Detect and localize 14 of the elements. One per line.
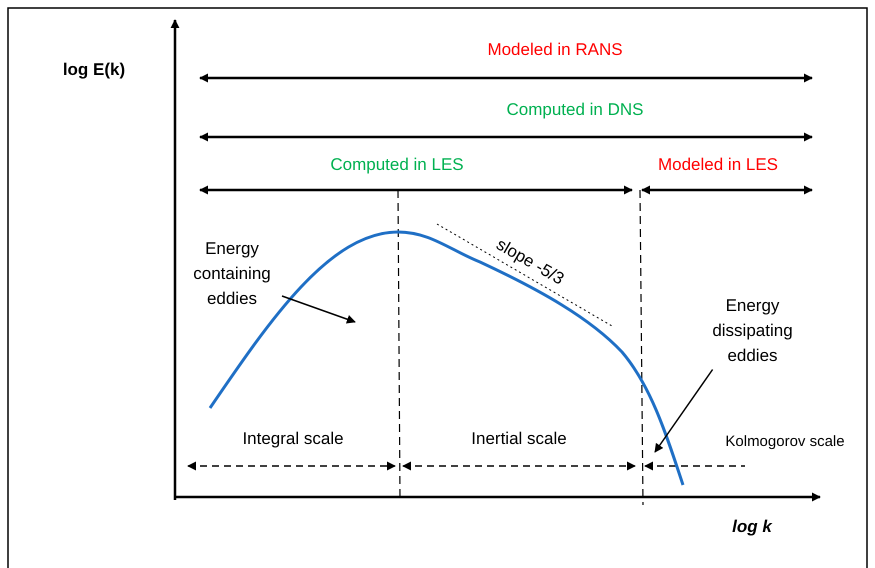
- range-label: Computed in DNS: [506, 100, 644, 120]
- annotation-text: Energy containing eddies: [182, 236, 282, 311]
- leader-arrow: [282, 295, 356, 324]
- leader-arrow: [654, 369, 714, 453]
- scale-label: Integral scale: [242, 429, 344, 449]
- scale-label: Kolmogorov scale: [725, 433, 845, 450]
- range-label: Modeled in RANS: [487, 40, 623, 60]
- scale-label: Inertial scale: [471, 429, 567, 449]
- annotation-text: Energy dissipating eddies: [705, 293, 800, 368]
- range-label: Modeled in LES: [658, 155, 778, 175]
- axis-label: log k: [732, 517, 772, 537]
- axis-label: log E(k): [62, 60, 126, 80]
- range-label: Computed in LES: [330, 155, 464, 175]
- slope-label: slope -5/3: [492, 234, 568, 290]
